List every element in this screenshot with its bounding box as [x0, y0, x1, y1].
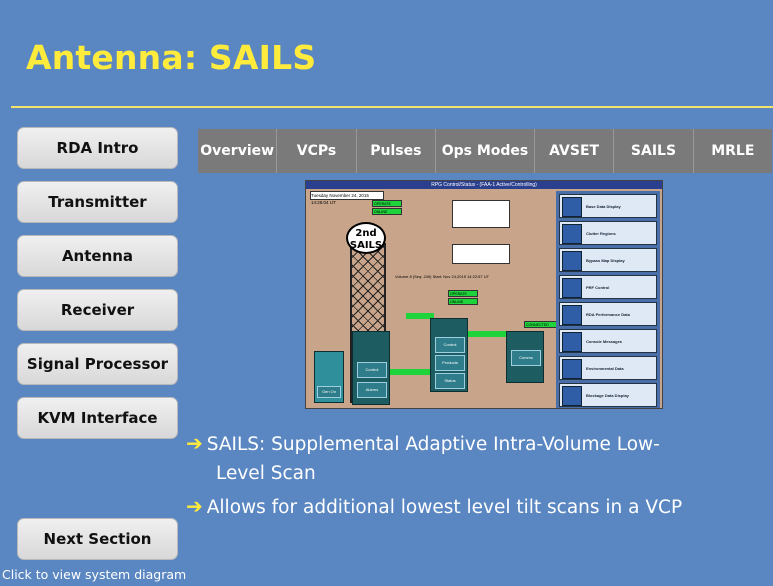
volume-line: Volume 8 (Seq: 249) Start: Nov 24,2015 1…	[395, 274, 490, 279]
tab-avset[interactable]: AVSET	[535, 129, 615, 173]
rda-power-link	[390, 369, 430, 375]
sidebar-item-transmitter[interactable]: Transmitter	[17, 181, 178, 223]
bullet-sails-definition: ➔SAILS: Supplemental Adaptive Intra-Volu…	[186, 431, 660, 484]
panel-item-clutter-regions: Clutter Regions	[559, 221, 657, 245]
next-section-button[interactable]: Next Section	[17, 518, 178, 560]
rpg-state-badge: OPERATE	[448, 290, 478, 297]
rpg-status-button: Status	[435, 373, 465, 389]
rda-alarms-button: Alarms	[357, 382, 387, 398]
rpg-users-link	[466, 331, 506, 337]
rda-cabinet: Control Alarms	[352, 331, 390, 405]
rpg-online-badge: ONLINE	[448, 298, 478, 305]
rpg-control-button: Control	[435, 337, 465, 353]
page-title: Antenna: SAILS	[26, 38, 317, 77]
system-diagram-link[interactable]: Click to view system diagram	[2, 567, 187, 582]
sidebar-item-kvm-interface[interactable]: KVM Interface	[17, 397, 178, 439]
second-sails-callout: 2nd SAILS	[346, 222, 386, 254]
tab-sails[interactable]: SAILS	[614, 129, 694, 173]
panel-item-environmental-data: Environmental Data	[559, 356, 657, 380]
title-divider	[11, 106, 773, 108]
panel-item-blockage-data: Blockage Data Display	[559, 383, 657, 407]
sidebar-item-rda-intro[interactable]: RDA Intro	[17, 127, 178, 169]
rda-state-badge: OPERATE	[372, 200, 402, 207]
rda-rpg-link	[406, 313, 434, 319]
rpg-window-title: RPG Control/Status - (FAA-1 Active/Contr…	[306, 181, 662, 189]
tab-bar: Overview VCPs Pulses Ops Modes AVSET SAI…	[198, 129, 772, 173]
sidebar-item-antenna[interactable]: Antenna	[17, 235, 178, 277]
panel-item-rda-performance: RDA Performance Data	[559, 302, 657, 326]
tab-pulses[interactable]: Pulses	[357, 129, 437, 173]
mode-conflict-box	[452, 244, 510, 264]
users-connected-badge: CONNECTED	[524, 321, 558, 328]
rpg-cabinet: Control Products Status	[430, 318, 468, 392]
vcp-info-box	[452, 200, 510, 228]
generator-label: Gen On	[317, 386, 341, 398]
tab-ops-modes[interactable]: Ops Modes	[436, 129, 535, 173]
panel-item-base-data-display: Base Data Display	[559, 194, 657, 218]
panel-item-bypass-map: Bypass Map Display	[559, 248, 657, 272]
panel-item-console-messages: Console Messages	[559, 329, 657, 353]
tab-mrle[interactable]: MRLE	[711, 143, 755, 159]
rpg-date: Tuesday November 24, 2015 14:25:04 UT	[310, 191, 384, 205]
users-cabinet: Comms	[506, 331, 544, 383]
panel-item-prf-control: PRF Control	[559, 275, 657, 299]
rda-online-badge: ONLINE	[372, 208, 402, 215]
users-comms-button: Comms	[511, 350, 541, 366]
bullet-additional-tilts: ➔Allows for additional lowest level tilt…	[186, 494, 683, 518]
sidebar-item-signal-processor[interactable]: Signal Processor	[17, 343, 178, 385]
rda-control-button: Control	[357, 362, 387, 378]
rpg-status-screenshot: RPG Control/Status - (FAA-1 Active/Contr…	[305, 180, 663, 409]
tab-overview[interactable]: Overview	[198, 129, 278, 173]
arrow-icon: ➔	[186, 431, 203, 455]
rpg-products-button: Products	[435, 355, 465, 371]
rpg-side-panel: Base Data Display Clutter Regions Bypass…	[556, 191, 660, 408]
generator-icon: Gen On	[314, 351, 344, 403]
arrow-icon: ➔	[186, 494, 203, 518]
sidebar-item-receiver[interactable]: Receiver	[17, 289, 178, 331]
tab-vcps[interactable]: VCPs	[277, 129, 357, 173]
